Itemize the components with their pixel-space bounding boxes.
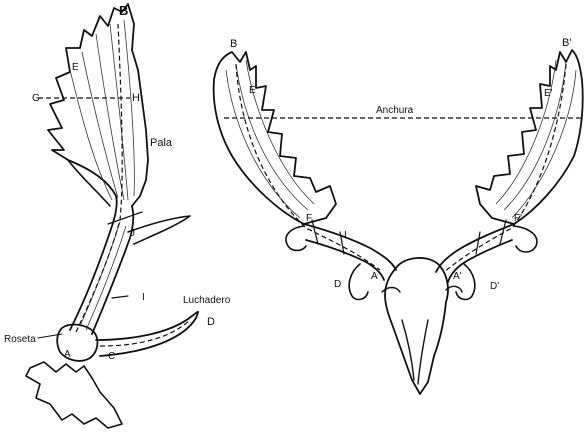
label-right-F: F bbox=[306, 213, 312, 224]
label-left-H: H bbox=[132, 92, 140, 104]
right-left-beam bbox=[304, 224, 396, 280]
left-skull-fragment bbox=[26, 362, 122, 428]
left-mid-tine bbox=[128, 216, 190, 244]
right-circ-mark-Ip bbox=[476, 232, 480, 254]
right-left-palm-hatching bbox=[226, 60, 314, 218]
label-left-luchadero: Luchadero bbox=[183, 295, 231, 306]
label-right-Ep: E' bbox=[544, 88, 553, 99]
left-brow-dash bbox=[100, 320, 190, 346]
label-left-G: G bbox=[32, 93, 40, 104]
right-skull bbox=[385, 258, 448, 394]
label-right-D: D bbox=[334, 279, 341, 290]
label-right-E: E bbox=[249, 85, 256, 96]
label-right-B: B bbox=[230, 38, 237, 50]
label-left-A: A bbox=[64, 349, 71, 360]
right-left-brow-tine bbox=[286, 226, 306, 251]
label-left-I: I bbox=[142, 292, 145, 303]
label-left-J: J bbox=[130, 228, 135, 239]
right-left-palm bbox=[214, 52, 336, 224]
right-antlers bbox=[214, 50, 584, 394]
label-left-roseta: Roseta bbox=[4, 334, 36, 345]
right-circ-mark-F bbox=[312, 220, 318, 244]
left-circumference-I bbox=[112, 296, 128, 298]
label-right-I: I bbox=[344, 230, 347, 241]
label-right-Bp: B' bbox=[562, 37, 571, 49]
left-palm bbox=[48, 4, 148, 206]
label-right-Dp: D' bbox=[490, 281, 499, 292]
right-left-lower-tine bbox=[349, 264, 368, 299]
label-left-pala: Pala bbox=[150, 137, 173, 149]
left-beam-hatching bbox=[80, 222, 126, 330]
label-left-C: C bbox=[108, 351, 115, 362]
left-antler bbox=[26, 4, 198, 428]
right-right-brow-tine bbox=[514, 226, 537, 252]
label-right-Ap: A' bbox=[453, 271, 462, 282]
label-left-B: B bbox=[119, 3, 128, 18]
right-right-palm bbox=[476, 50, 583, 224]
label-left-D: D bbox=[207, 316, 215, 328]
left-main-beam bbox=[70, 196, 133, 334]
label-right-A: A bbox=[371, 271, 378, 282]
left-brow-tine bbox=[96, 312, 198, 356]
right-skull-nose bbox=[402, 320, 428, 384]
right-circ-mark-Fp bbox=[500, 220, 506, 244]
left-palm-inner-edge bbox=[68, 160, 110, 206]
label-right-Fp: F' bbox=[514, 213, 522, 224]
label-left-E: E bbox=[72, 62, 79, 73]
label-right-anchura: Anchura bbox=[376, 105, 414, 116]
labels: B E G H Pala J I Luchadero D Roseta A C … bbox=[4, 3, 571, 362]
right-left-length-line bbox=[236, 64, 380, 270]
left-circumference-J bbox=[108, 212, 142, 224]
